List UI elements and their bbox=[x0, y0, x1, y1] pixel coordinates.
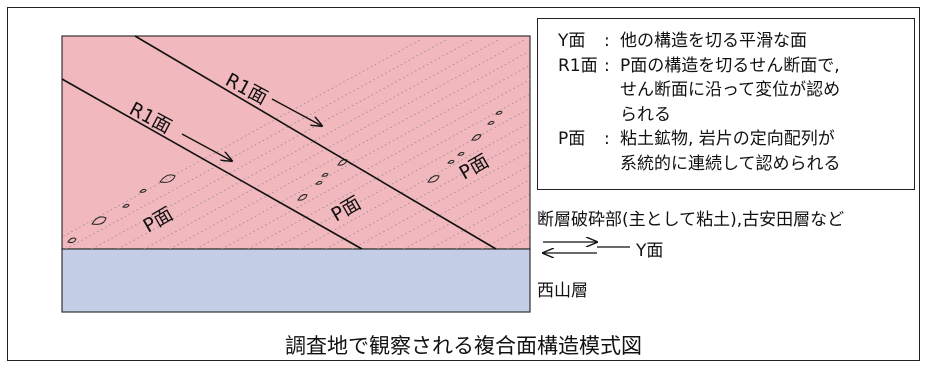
r1-plane-line-lower bbox=[61, 78, 363, 250]
legend-description: 他の構造を切る平滑な面 bbox=[620, 31, 807, 51]
rock-fragments bbox=[67, 110, 503, 244]
legend-description: 粘土鉱物, 岩片の定向配列が bbox=[620, 129, 835, 149]
legend-colon: : bbox=[604, 31, 610, 51]
legend-term: R1面 bbox=[558, 55, 598, 76]
legend-colon: : bbox=[604, 129, 610, 149]
figure-caption: 調査地で観察される複合面構造模式図 bbox=[285, 334, 642, 358]
fragment bbox=[297, 194, 308, 201]
fault-zone-label: 断層破砕部(主として粘土),古安田層など bbox=[537, 210, 845, 230]
fragment bbox=[315, 180, 323, 185]
fault-zone-area bbox=[61, 35, 531, 250]
fragment bbox=[122, 203, 130, 208]
legend-entry-r1: R1面 : P面の構造を切るせん断面で, bbox=[558, 54, 906, 79]
fragment bbox=[337, 159, 348, 166]
legend-description-cont: せん断面に沿って変位が認め bbox=[620, 80, 841, 100]
fragment bbox=[457, 151, 465, 156]
fragment bbox=[487, 120, 495, 125]
r1-plane-line-upper bbox=[134, 35, 497, 250]
legend-description-cont: られる bbox=[620, 104, 671, 125]
legend-entry-p: P面 : 粘土鉱物, 岩片の定向配列が bbox=[558, 127, 906, 152]
fragment bbox=[495, 110, 503, 115]
legend-term: Y面 bbox=[558, 31, 586, 51]
legend-entry-y: Y面 : 他の構造を切る平滑な面 bbox=[558, 29, 906, 54]
fragment bbox=[91, 216, 107, 225]
fragment bbox=[321, 172, 329, 177]
legend-description: P面の構造を切るせん断面で, bbox=[620, 55, 840, 76]
fragment bbox=[67, 237, 77, 244]
nishiyama-formation-area bbox=[61, 248, 531, 313]
fragment bbox=[427, 175, 440, 183]
nishiyama-label: 西山層 bbox=[537, 281, 588, 301]
fragment bbox=[139, 188, 147, 193]
fragment bbox=[447, 159, 455, 164]
r1-displacement-arrow-lower bbox=[181, 133, 232, 161]
fragment bbox=[471, 134, 482, 141]
legend-box: Y面 : 他の構造を切る平滑な面 R1面 : P面の構造を切るせん断面で, せん… bbox=[537, 18, 915, 190]
legend-description-cont: 系統的に連続して認められる bbox=[620, 153, 841, 174]
legend-colon: : bbox=[604, 55, 610, 76]
y-plane-label: Y面 bbox=[636, 241, 664, 261]
r1-displacement-arrow-upper bbox=[271, 98, 322, 126]
legend-term: P面 bbox=[558, 129, 586, 149]
fragment bbox=[159, 174, 176, 183]
